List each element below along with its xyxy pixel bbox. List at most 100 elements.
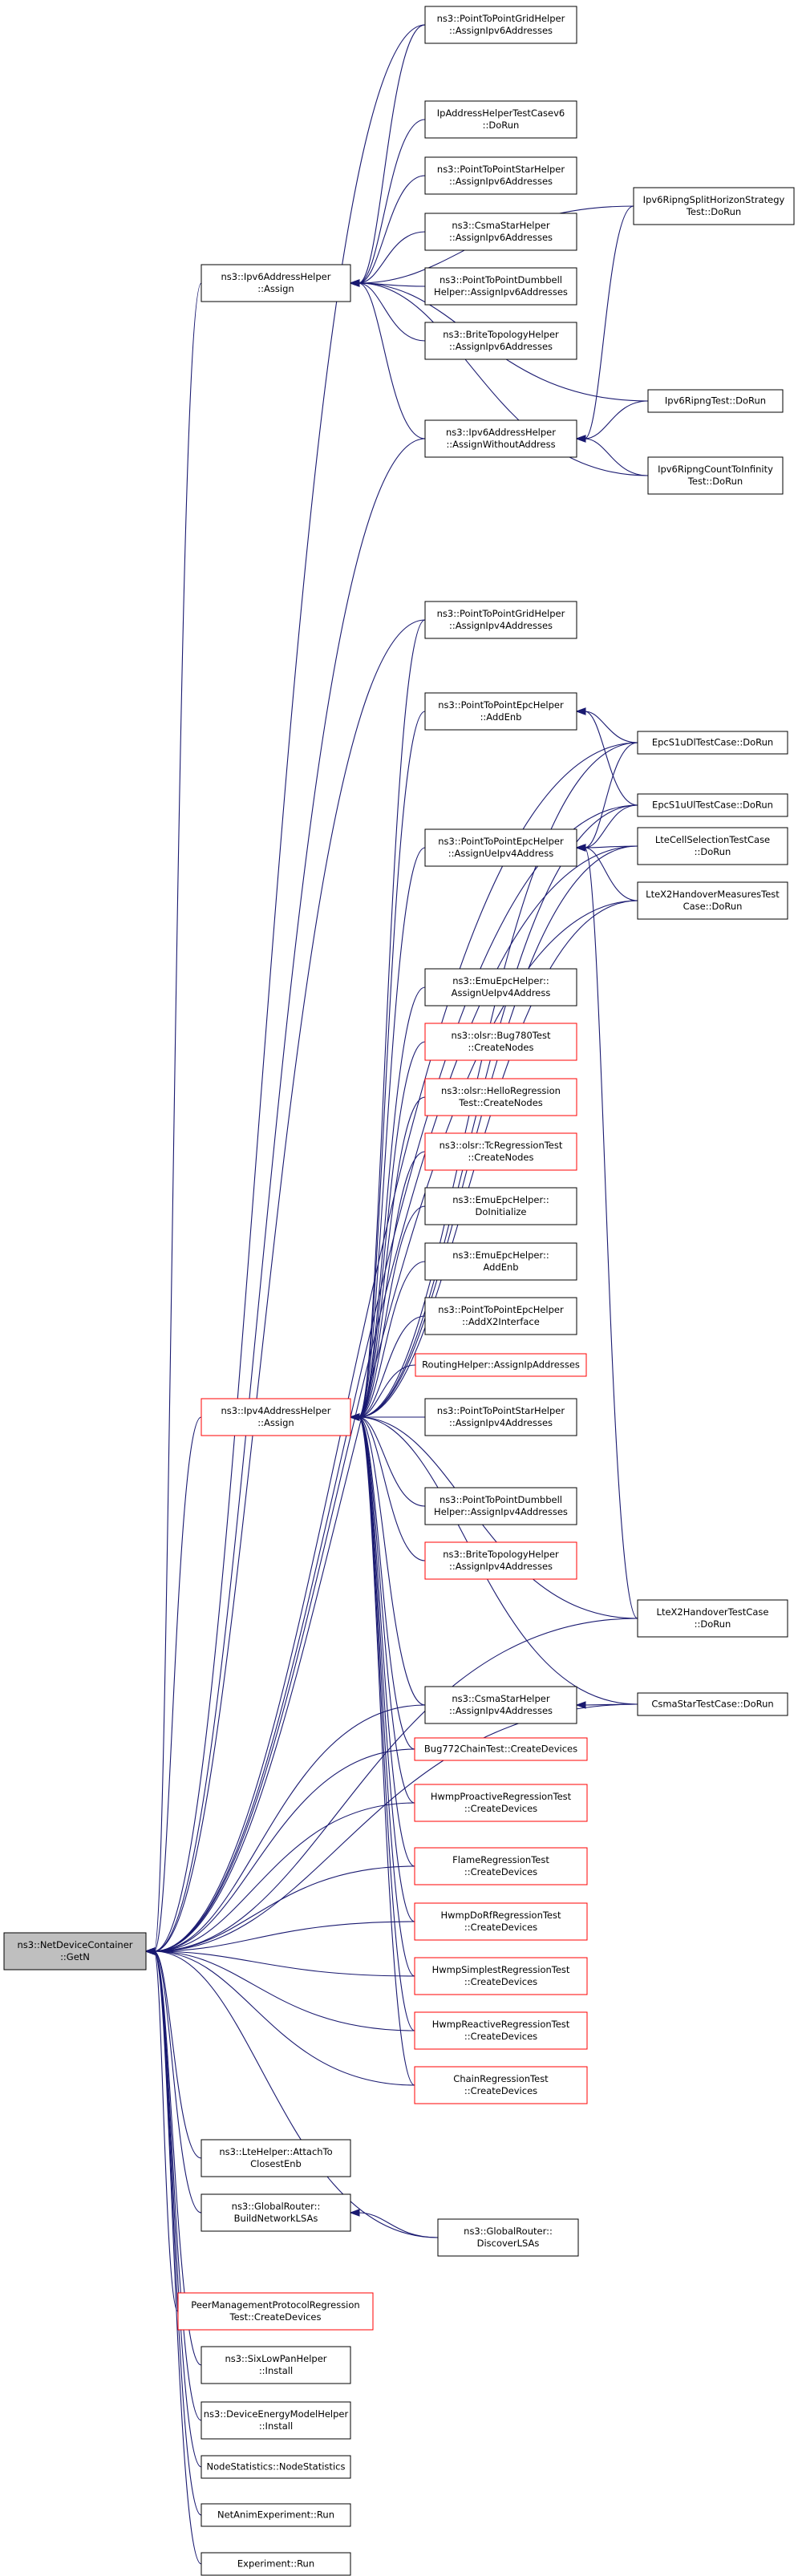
- node-epcue4[interactable]: ns3::PointToPointEpcHelper::AssignUeIpv4…: [424, 828, 577, 867]
- node-box[interactable]: [414, 1847, 588, 1885]
- node-olsrhello[interactable]: ns3::olsr::HelloRegressionTest::CreateNo…: [424, 1078, 577, 1116]
- node-hwmpdorf[interactable]: HwmpDoRfRegressionTest::CreateDevices: [414, 1902, 588, 1941]
- node-iptest6[interactable]: IpAddressHelperTestCasev6::DoRun: [424, 100, 577, 139]
- node-box[interactable]: [201, 2193, 351, 2232]
- node-box[interactable]: [414, 1737, 588, 1761]
- node-box[interactable]: [201, 264, 351, 302]
- node-box[interactable]: [414, 2011, 588, 2050]
- node-box[interactable]: [201, 1398, 351, 1436]
- node-epcx2[interactable]: ns3::PointToPointEpcHelper::AddX2Interfa…: [424, 1297, 577, 1335]
- node-box[interactable]: [424, 6, 577, 44]
- node-box[interactable]: [201, 2455, 351, 2479]
- node-emuue4[interactable]: ns3::EmuEpcHelper::AssignUeIpv4Address: [424, 968, 577, 1007]
- node-csmastar4[interactable]: ns3::CsmaStarHelper::AssignIpv4Addresses: [424, 1686, 577, 1724]
- node-brite4[interactable]: ns3::BriteTopologyHelper::AssignIpv4Addr…: [424, 1541, 577, 1580]
- node-box[interactable]: [424, 692, 577, 731]
- node-getn[interactable]: ns3::NetDeviceContainer::GetN: [3, 1932, 147, 1970]
- node-box[interactable]: [424, 1023, 577, 1061]
- node-box[interactable]: [177, 2292, 374, 2331]
- node-box[interactable]: [201, 2552, 351, 2576]
- node-epcs1udl[interactable]: EpcS1uDlTestCase::DoRun: [637, 731, 788, 755]
- node-brite6[interactable]: ns3::BriteTopologyHelper::AssignIpv6Addr…: [424, 322, 577, 360]
- node-nodestats[interactable]: NodeStatistics::NodeStatistics: [201, 2455, 351, 2479]
- node-globalbuild[interactable]: ns3::GlobalRouter::BuildNetworkLSAs: [201, 2193, 351, 2232]
- node-box[interactable]: [424, 1541, 577, 1580]
- node-box[interactable]: [424, 1078, 577, 1116]
- node-box[interactable]: [414, 1902, 588, 1941]
- node-hwmpproactive[interactable]: HwmpProactiveRegressionTest::CreateDevic…: [414, 1784, 588, 1822]
- node-flame[interactable]: FlameRegressionTest::CreateDevices: [414, 1847, 588, 1885]
- node-p2pstar6[interactable]: ns3::PointToPointStarHelper::AssignIpv6A…: [424, 156, 577, 195]
- node-box[interactable]: [424, 1187, 577, 1225]
- node-box[interactable]: [637, 731, 788, 755]
- node-box[interactable]: [3, 1932, 147, 1970]
- node-box[interactable]: [437, 2218, 579, 2257]
- node-ipv6assign[interactable]: ns3::Ipv6AddressHelper::Assign: [201, 264, 351, 302]
- node-ipv6noaddr[interactable]: ns3::Ipv6AddressHelper::AssignWithoutAdd…: [424, 419, 577, 458]
- node-hwmpsimplest[interactable]: HwmpSimplestRegressionTest::CreateDevice…: [414, 1957, 588, 1995]
- node-box[interactable]: [201, 2139, 351, 2177]
- node-p2pgrid4[interactable]: ns3::PointToPointGridHelper::AssignIpv4A…: [424, 601, 577, 639]
- node-sixlowpan[interactable]: ns3::SixLowPanHelper::Install: [201, 2346, 351, 2384]
- node-box[interactable]: [424, 968, 577, 1007]
- node-experiment[interactable]: Experiment::Run: [201, 2552, 351, 2576]
- node-olsrbug[interactable]: ns3::olsr::Bug780Test::CreateNodes: [424, 1023, 577, 1061]
- node-box[interactable]: [424, 1297, 577, 1335]
- node-box[interactable]: [424, 1242, 577, 1281]
- node-box[interactable]: [414, 1784, 588, 1822]
- node-box[interactable]: [414, 2066, 588, 2104]
- node-box[interactable]: [424, 267, 577, 306]
- node-box[interactable]: [637, 1599, 788, 1638]
- node-box[interactable]: [424, 100, 577, 139]
- node-box[interactable]: [424, 1132, 577, 1171]
- node-box[interactable]: [201, 2346, 351, 2384]
- node-box[interactable]: [424, 419, 577, 458]
- node-olsrtc[interactable]: ns3::olsr::TcRegressionTest::CreateNodes: [424, 1132, 577, 1171]
- node-box[interactable]: [424, 828, 577, 867]
- node-box[interactable]: [424, 601, 577, 639]
- node-box[interactable]: [637, 881, 788, 920]
- node-epcs1uul[interactable]: EpcS1uUlTestCase::DoRun: [637, 793, 788, 817]
- node-p2pstar4[interactable]: ns3::PointToPointStarHelper::AssignIpv4A…: [424, 1398, 577, 1436]
- node-box[interactable]: [424, 1487, 577, 1525]
- node-chainreg[interactable]: ChainRegressionTest::CreateDevices: [414, 2066, 588, 2104]
- node-epcaddenb[interactable]: ns3::PointToPointEpcHelper::AddEnb: [424, 692, 577, 731]
- node-box[interactable]: [424, 156, 577, 195]
- node-box[interactable]: [424, 213, 577, 251]
- node-p2pgrid6[interactable]: ns3::PointToPointGridHelper::AssignIpv6A…: [424, 6, 577, 44]
- node-box[interactable]: [424, 322, 577, 360]
- node-energy[interactable]: ns3::DeviceEnergyModelHelper::Install: [201, 2401, 351, 2440]
- node-box[interactable]: [414, 1957, 588, 1995]
- node-box[interactable]: [637, 793, 788, 817]
- node-box[interactable]: [647, 456, 784, 495]
- node-bug772[interactable]: Bug772ChainTest::CreateDevices: [414, 1737, 588, 1761]
- node-box[interactable]: [637, 1692, 788, 1716]
- node-netanim[interactable]: NetAnimExperiment::Run: [201, 2503, 351, 2527]
- node-box[interactable]: [415, 1353, 587, 1377]
- node-emuinit[interactable]: ns3::EmuEpcHelper::DoInitialize: [424, 1187, 577, 1225]
- node-dumbbell6[interactable]: ns3::PointToPointDumbbellHelper::AssignI…: [424, 267, 577, 306]
- node-box[interactable]: [637, 827, 788, 865]
- node-box[interactable]: [647, 389, 784, 413]
- node-box[interactable]: [201, 2503, 351, 2527]
- node-hwmpreactive[interactable]: HwmpReactiveRegressionTest::CreateDevice…: [414, 2011, 588, 2050]
- node-ipv4assign[interactable]: ns3::Ipv4AddressHelper::Assign: [201, 1398, 351, 1436]
- node-globaldiscover[interactable]: ns3::GlobalRouter::DiscoverLSAs: [437, 2218, 579, 2257]
- node-routingassign[interactable]: RoutingHelper::AssignIpAddresses: [415, 1353, 587, 1377]
- node-ltecellsel[interactable]: LteCellSelectionTestCase::DoRun: [637, 827, 788, 865]
- node-dumbbell4[interactable]: ns3::PointToPointDumbbellHelper::AssignI…: [424, 1487, 577, 1525]
- node-emuaddenb[interactable]: ns3::EmuEpcHelper::AddEnb: [424, 1242, 577, 1281]
- node-box[interactable]: [201, 2401, 351, 2440]
- node-ltex2ho[interactable]: LteX2HandoverTestCase::DoRun: [637, 1599, 788, 1638]
- node-csmastar6[interactable]: ns3::CsmaStarHelper::AssignIpv6Addresses: [424, 213, 577, 251]
- node-ripngtest[interactable]: Ipv6RipngTest::DoRun: [647, 389, 784, 413]
- node-csmastartest[interactable]: CsmaStarTestCase::DoRun: [637, 1692, 788, 1716]
- node-box[interactable]: [424, 1398, 577, 1436]
- node-box[interactable]: [424, 1686, 577, 1724]
- node-box[interactable]: [633, 187, 795, 225]
- node-peermgmt[interactable]: PeerManagementProtocolRegressionTest::Cr…: [177, 2292, 374, 2331]
